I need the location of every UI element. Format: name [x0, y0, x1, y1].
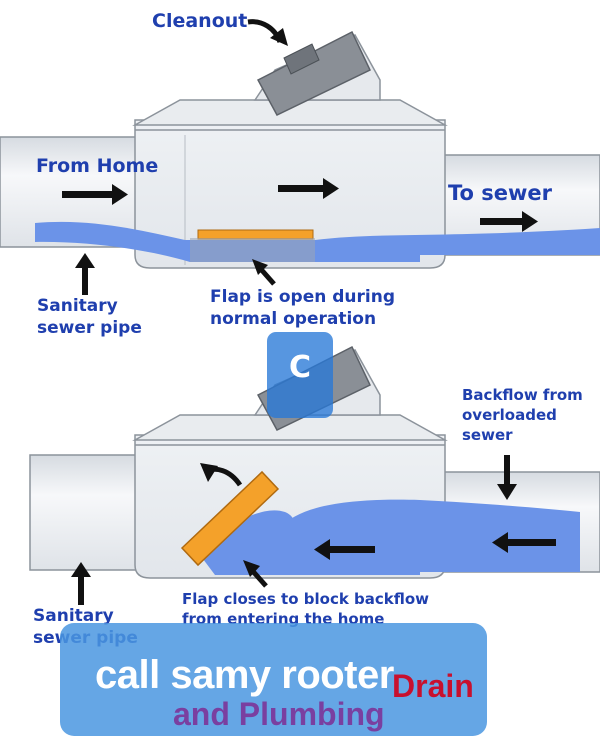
bottom-sanitary-arrow — [71, 562, 91, 605]
top-cleanout-cap — [256, 30, 371, 116]
top-water — [35, 221, 600, 262]
banner-sub-text: and Plumbing — [173, 696, 385, 732]
from-home-label: From Home — [36, 155, 159, 177]
bottom-valve-lid — [132, 414, 448, 441]
backflow-label-line3: sewer — [462, 426, 513, 444]
bottom-closed-flap — [180, 470, 280, 567]
flap-open-label-line1: Flap is open during — [210, 287, 396, 307]
top-cleanout-knob — [283, 43, 320, 75]
cleanout-label: Cleanout — [152, 10, 248, 32]
top-from-home-arrow — [62, 184, 128, 205]
backflow-label-line1: Backflow from — [462, 386, 583, 404]
top-sanitary-label-line1: Sanitary — [37, 296, 118, 316]
call-banner — [60, 623, 487, 736]
banner-background-text: Drain — [392, 668, 474, 704]
backflow-label-line2: overloaded — [462, 406, 557, 424]
top-middle-arrow — [278, 178, 339, 199]
top-valve — [0, 19, 600, 295]
bottom-flap-pointer — [243, 560, 268, 588]
bottom-backflow-arrow-right — [492, 532, 556, 553]
flap-closed-label-line1: Flap closes to block backflow — [182, 590, 430, 608]
to-sewer-label: To sewer — [448, 181, 553, 205]
top-sanitary-label-line2: sewer pipe — [37, 318, 142, 338]
c-watermark-letter: C — [288, 350, 312, 385]
top-flap-pointer — [252, 259, 276, 286]
flap-closed-label-line2: from entering the home — [182, 610, 385, 628]
top-open-flap — [197, 229, 314, 240]
bottom-backflow-arrow-middle — [314, 539, 375, 560]
top-sanitary-arrow — [75, 253, 95, 295]
bottom-backflow-down-arrow — [497, 455, 517, 500]
flap-open-label-line2: normal operation — [210, 309, 377, 329]
bottom-sanitary-label-line1: Sanitary — [33, 606, 114, 626]
top-to-sewer-arrow — [480, 211, 538, 232]
bottom-water — [200, 499, 580, 575]
c-watermark-badge: C — [267, 332, 333, 418]
banner-main-text: call samy rooter — [95, 653, 394, 697]
top-valve-lid — [132, 99, 448, 126]
